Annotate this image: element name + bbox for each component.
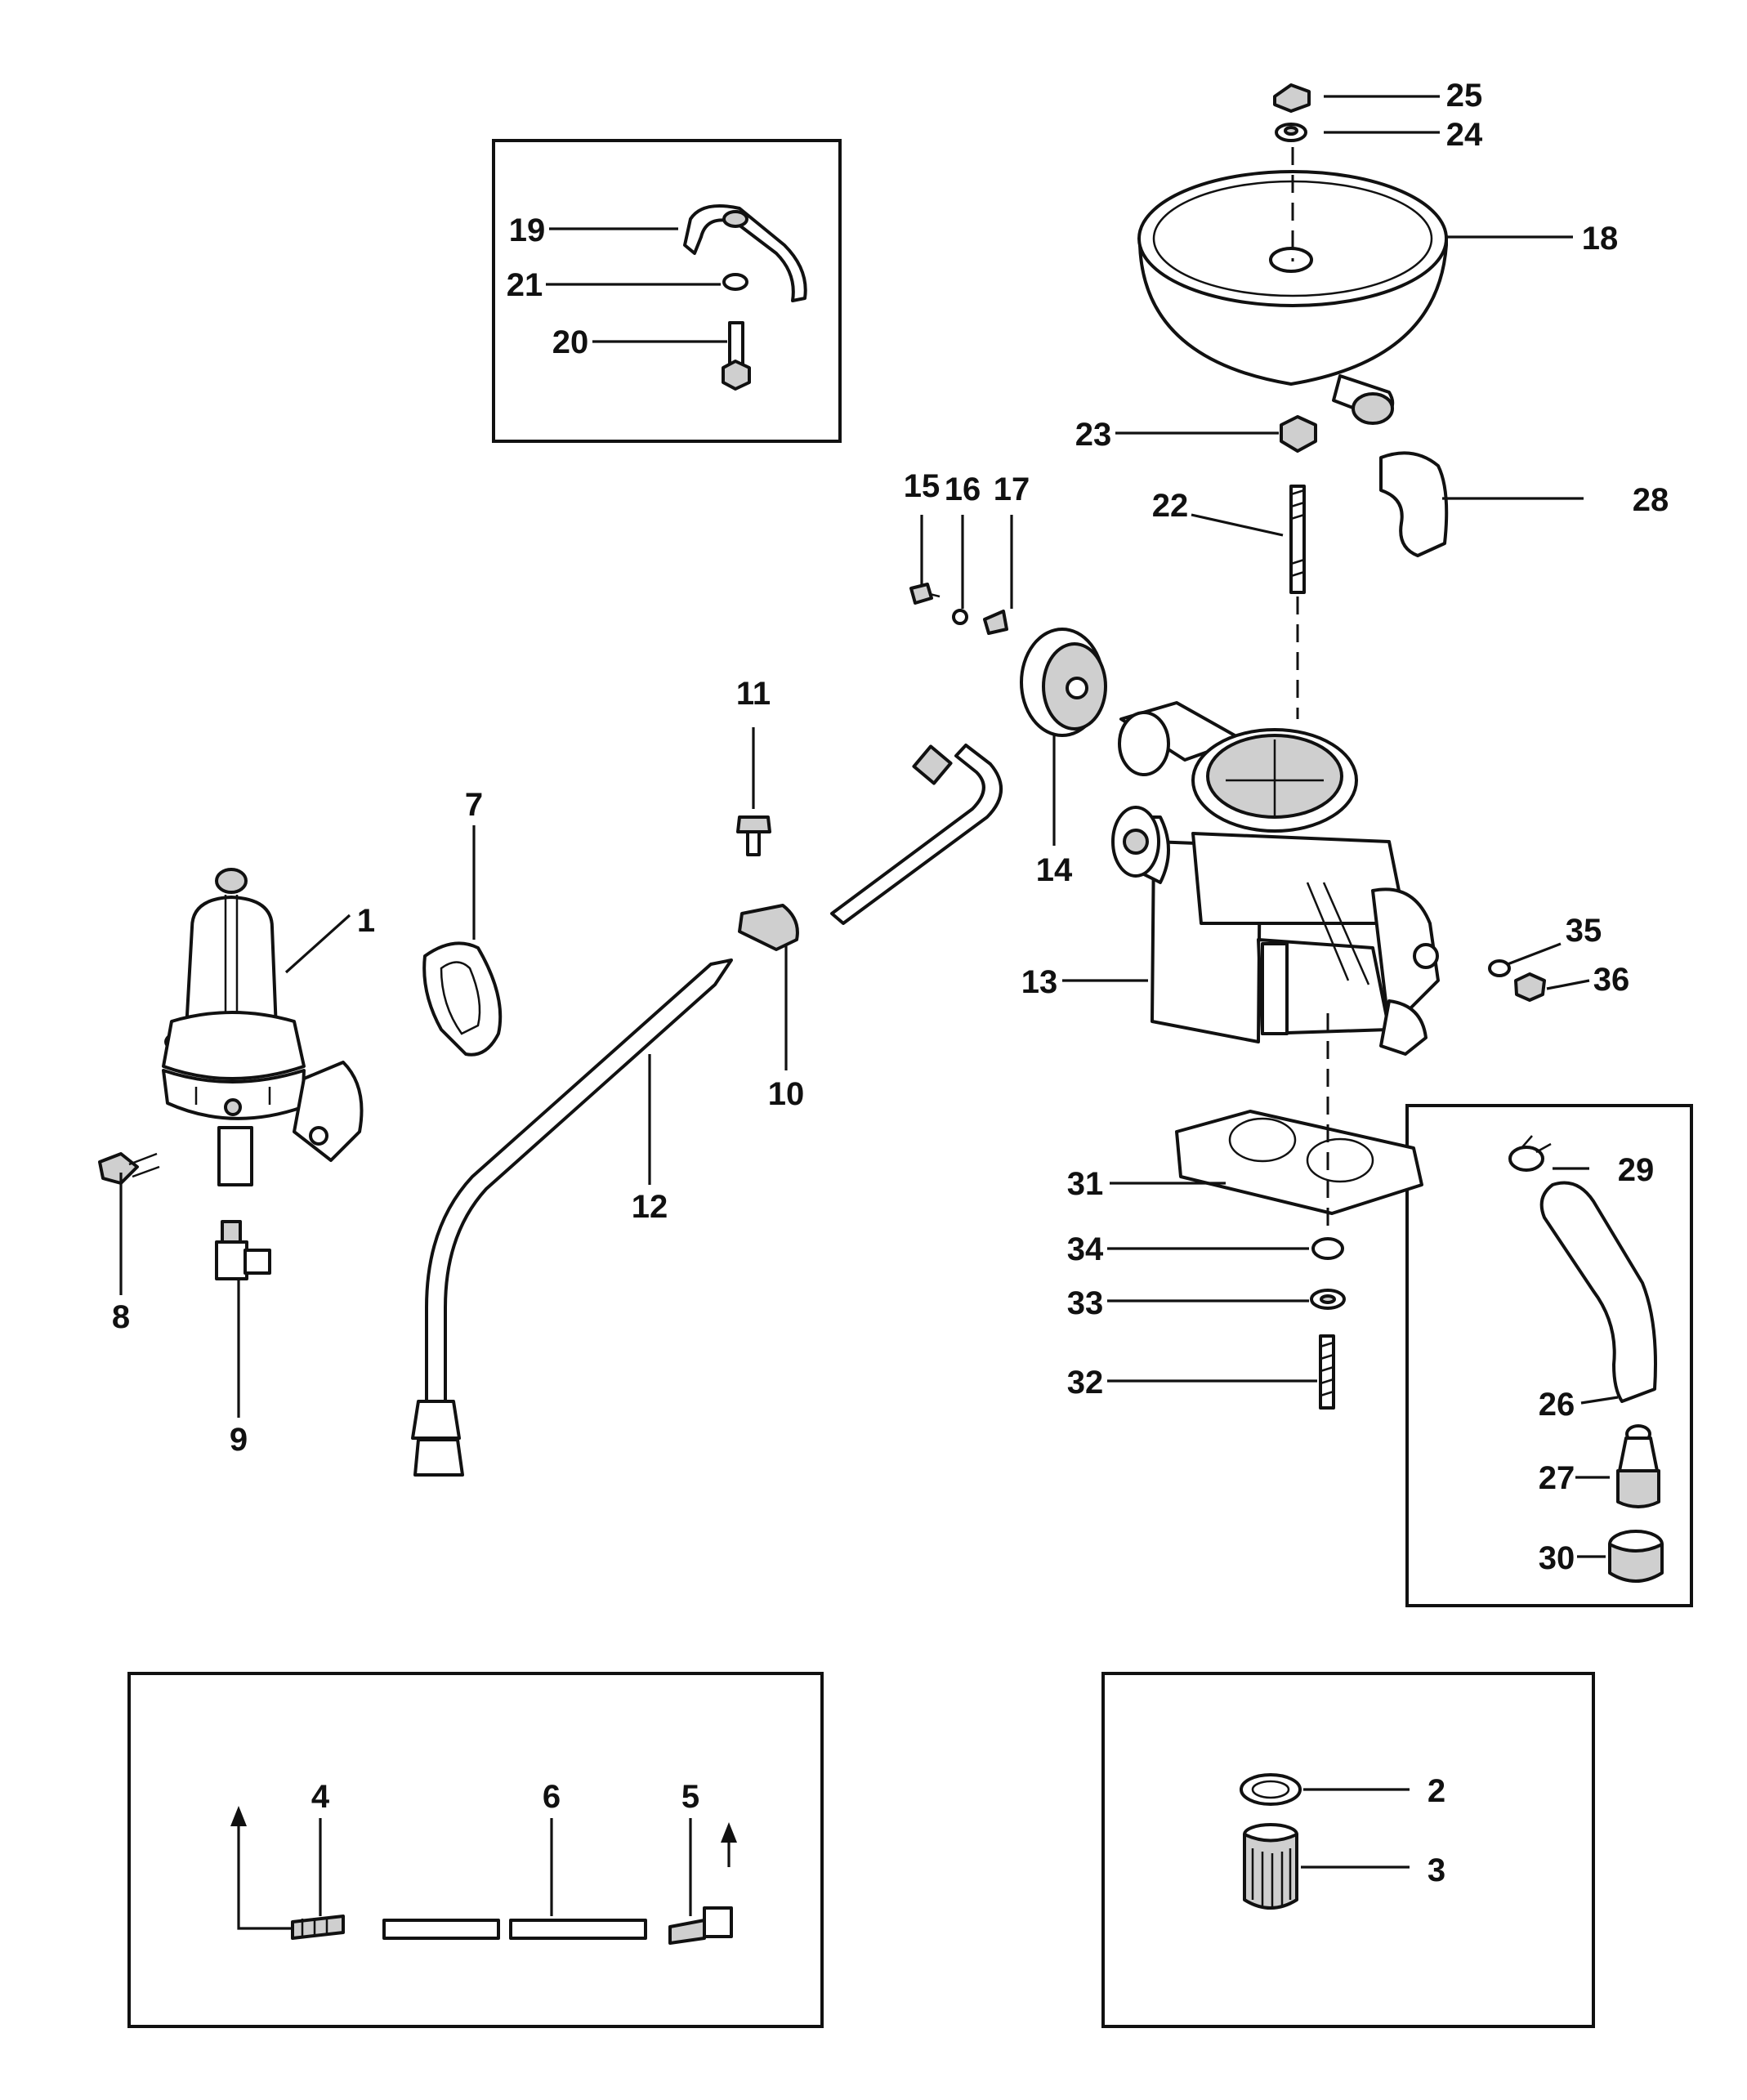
line-clamp-part bbox=[738, 904, 799, 951]
callout-15: 15 bbox=[904, 468, 941, 504]
callout-30: 30 bbox=[1539, 1540, 1575, 1576]
callout-22: 22 bbox=[1152, 488, 1189, 524]
callout-5: 5 bbox=[681, 1779, 699, 1815]
callout-8: 8 bbox=[112, 1299, 130, 1335]
callout-32: 32 bbox=[1067, 1365, 1104, 1401]
callout-34: 34 bbox=[1067, 1231, 1104, 1267]
inlet-fitting-part bbox=[291, 1915, 345, 1940]
fuel-hose-part bbox=[382, 1919, 647, 1940]
callout-17: 17 bbox=[994, 471, 1030, 507]
flow-arrow-right bbox=[721, 1822, 737, 1867]
callout-2: 2 bbox=[1428, 1773, 1445, 1809]
flow-arrow-left bbox=[230, 1806, 293, 1930]
air-cleaner-nut-part bbox=[1280, 415, 1317, 453]
inset-frame-fuel-line-kit bbox=[127, 1672, 824, 2028]
fuel-line-bracket-part bbox=[683, 204, 807, 302]
grommet-part bbox=[1608, 1530, 1664, 1583]
bracket-bolt-part bbox=[722, 321, 751, 391]
fuel-line-part bbox=[411, 958, 733, 1477]
breather-hose-part bbox=[1379, 451, 1449, 557]
bracket-washer-part bbox=[722, 273, 748, 291]
callout-21: 21 bbox=[507, 267, 543, 303]
clamp-bolt-part bbox=[736, 815, 771, 856]
callout-9: 9 bbox=[230, 1422, 248, 1458]
callout-14: 14 bbox=[1036, 852, 1073, 888]
pump-bolt-part bbox=[98, 1152, 160, 1185]
elbow-fitting-kit-part bbox=[668, 1906, 733, 1945]
fuel-filter-part bbox=[1243, 1823, 1298, 1910]
inset-frame-bracket bbox=[492, 139, 842, 443]
callout-labels: 1 2 3 4 5 6 7 8 9 10 11 12 13 14 15 16 1… bbox=[112, 78, 1669, 1888]
callout-3: 3 bbox=[1428, 1852, 1445, 1888]
flange-washer-part bbox=[1310, 1289, 1346, 1310]
callout-24: 24 bbox=[1446, 117, 1483, 153]
callout-4: 4 bbox=[311, 1779, 330, 1815]
filter-o-ring-part bbox=[1240, 1773, 1302, 1806]
callout-36: 36 bbox=[1593, 962, 1630, 998]
elbow-fitting-part bbox=[215, 1220, 271, 1280]
flange-stud-part bbox=[1319, 1334, 1335, 1410]
callout-10: 10 bbox=[768, 1076, 805, 1112]
callout-12: 12 bbox=[632, 1189, 668, 1225]
choke-clip-part bbox=[983, 610, 1008, 635]
callout-25: 25 bbox=[1446, 78, 1483, 114]
callout-20: 20 bbox=[552, 324, 589, 360]
inset-frame-hose-kit bbox=[1405, 1104, 1693, 1607]
callout-7: 7 bbox=[465, 787, 483, 823]
callout-6: 6 bbox=[543, 1779, 561, 1815]
choke-housing-part bbox=[1020, 628, 1107, 737]
callout-19: 19 bbox=[509, 212, 546, 248]
air-cleaner-stud-part bbox=[1289, 485, 1306, 594]
air-cleaner-washer-part bbox=[1275, 123, 1307, 142]
choke-screw-part bbox=[909, 583, 941, 605]
callout-31: 31 bbox=[1067, 1166, 1104, 1202]
flame-arrestor-hose-part bbox=[1539, 1181, 1657, 1403]
carburetor-lockwasher-part bbox=[1488, 959, 1511, 977]
callout-27: 27 bbox=[1539, 1460, 1575, 1496]
choke-lockwasher-part bbox=[952, 609, 968, 625]
leader-lines bbox=[119, 95, 1619, 1916]
carburetor-flange-gasket-part bbox=[1175, 1110, 1423, 1215]
callout-16: 16 bbox=[945, 471, 981, 507]
inset-frame-filter bbox=[1101, 1672, 1595, 2028]
hose-clamp-part bbox=[1508, 1135, 1552, 1172]
callout-33: 33 bbox=[1067, 1285, 1104, 1321]
callout-26: 26 bbox=[1539, 1387, 1575, 1423]
flange-nut-part bbox=[1311, 1237, 1344, 1260]
callout-18: 18 bbox=[1582, 221, 1619, 257]
fuel-pump-part bbox=[162, 868, 364, 1186]
callout-35: 35 bbox=[1566, 913, 1602, 949]
carburetor-part bbox=[1111, 701, 1440, 1056]
pump-gasket-part bbox=[422, 941, 503, 1057]
callout-28: 28 bbox=[1633, 482, 1669, 518]
callout-29: 29 bbox=[1618, 1152, 1655, 1188]
callout-13: 13 bbox=[1021, 964, 1058, 1000]
pcv-valve-part bbox=[1616, 1424, 1660, 1508]
callout-11: 11 bbox=[736, 676, 771, 712]
callout-1: 1 bbox=[357, 903, 375, 939]
callout-23: 23 bbox=[1075, 417, 1112, 453]
carburetor-inlet-line-part bbox=[830, 744, 1003, 925]
air-cleaner-wingnut-part bbox=[1273, 83, 1311, 113]
carburetor-nut-part bbox=[1514, 972, 1546, 1002]
